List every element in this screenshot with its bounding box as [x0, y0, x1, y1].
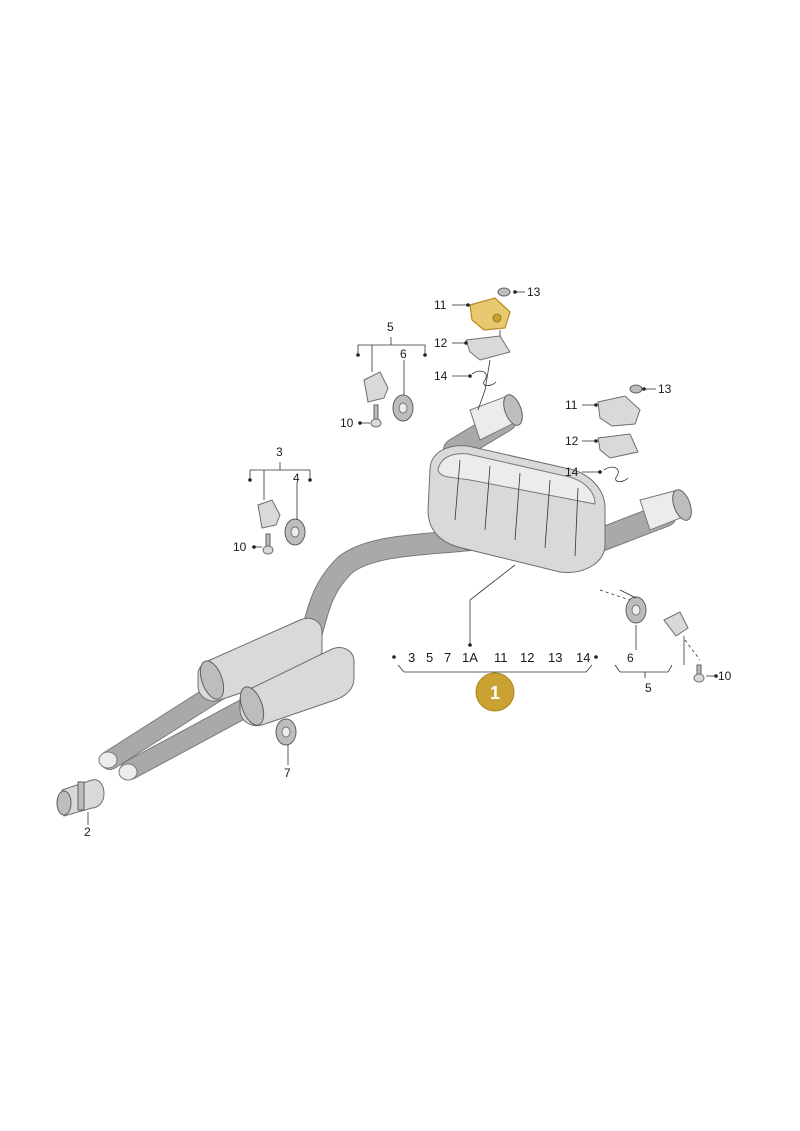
spring-part-14-top	[471, 370, 497, 386]
bracket-part-3	[257, 499, 281, 529]
callout-11-right: 11	[565, 398, 578, 412]
bracket-part-5-right	[663, 611, 689, 637]
nut-part-13-right	[629, 384, 643, 394]
callout-11-top: 11	[434, 298, 447, 312]
front-resonator-lower	[239, 647, 355, 727]
callout-12-top: 12	[434, 336, 448, 350]
rubber-mount-part-7	[275, 718, 297, 746]
assembly-item: 13	[548, 650, 562, 665]
callout-14-right: 14	[565, 465, 579, 479]
exhaust-pipes	[100, 408, 677, 780]
rubber-mount-part-6-left	[392, 394, 414, 422]
callout-10-left-a: 10	[233, 540, 247, 554]
callout-12-right: 12	[565, 434, 579, 448]
rubber-mount-part-4	[284, 518, 306, 546]
callout-2: 2	[84, 825, 91, 839]
actuator-part-11-right	[597, 395, 641, 427]
rear-muffler	[427, 445, 606, 573]
callout-6-left: 6	[400, 347, 407, 361]
callout-6-right: 6	[627, 651, 634, 665]
callout-3: 3	[276, 445, 283, 459]
bolt-part-10-a	[262, 533, 274, 555]
bracket-part-12-top	[465, 335, 511, 361]
callout-10-right: 10	[718, 669, 732, 683]
callout-labels: 2 3 4 5 6 7 10 10 11 12 13 14 11 12 13 1…	[84, 285, 732, 839]
badge-label: 1	[490, 683, 500, 703]
tailpipe-tip-right	[639, 489, 692, 531]
callout-7: 7	[284, 766, 291, 780]
assembly-item: 5	[426, 650, 433, 665]
clamp-part-2	[56, 779, 105, 817]
pipe-inlets	[98, 751, 138, 781]
bolt-part-10-b	[370, 404, 382, 428]
callout-13-right: 13	[658, 382, 672, 396]
rubber-mount-part-6-right	[625, 596, 647, 624]
callout-14-top: 14	[434, 369, 448, 383]
callout-5-left: 5	[387, 320, 394, 334]
assembly-item: 14	[576, 650, 590, 665]
assembly-item: 11	[494, 650, 508, 665]
nut-part-13-top	[497, 287, 511, 297]
bolt-part-10-c	[693, 664, 705, 683]
part-number-badge: 1	[475, 672, 515, 712]
assembly-parts-list: 3 5 7 1A 11 12 13 14	[408, 650, 590, 665]
leader-dots	[248, 290, 718, 678]
assembly-item: 7	[444, 650, 451, 665]
callout-13-top: 13	[527, 285, 541, 299]
bracket-part-5-left	[363, 371, 389, 403]
assembly-item: 3	[408, 650, 415, 665]
tailpipe-tip-left	[469, 394, 523, 441]
actuator-part-11-highlighted	[469, 297, 511, 331]
spring-part-14-right	[603, 466, 629, 482]
leader-lines	[87, 291, 716, 825]
assembly-item: 12	[520, 650, 534, 665]
bracket-part-12-right	[597, 433, 639, 459]
callout-5-right: 5	[645, 681, 652, 695]
callout-10-left-b: 10	[340, 416, 354, 430]
assembly-item: 1A	[462, 650, 478, 665]
callout-4: 4	[293, 471, 300, 485]
